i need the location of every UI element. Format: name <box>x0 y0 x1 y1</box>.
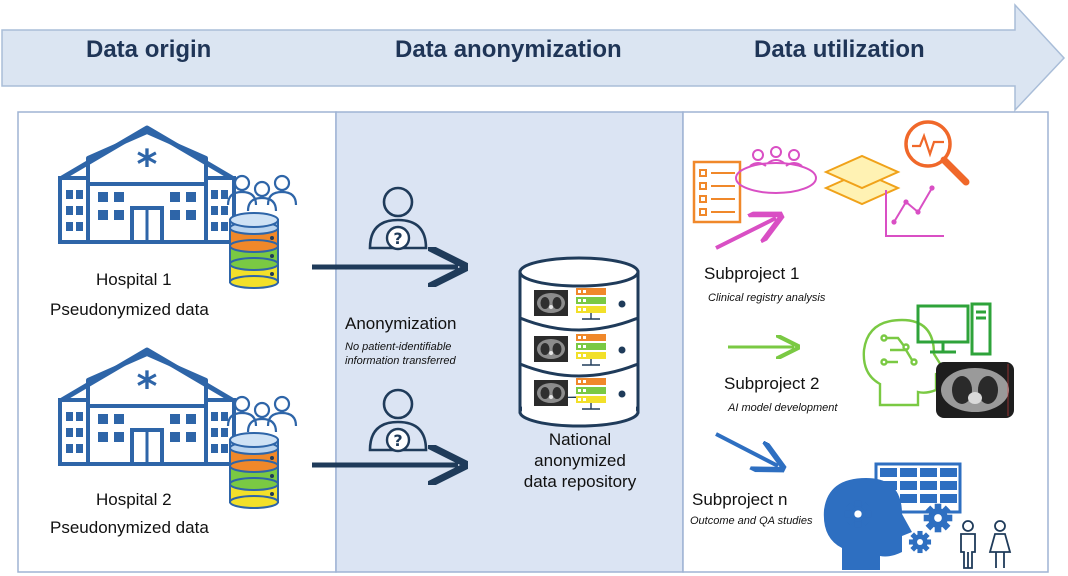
ct-scan-image <box>936 362 1014 418</box>
subproject-n-name: Subproject n <box>692 490 788 509</box>
anonymization-note-line-2: information transferred <box>345 355 456 367</box>
database-icon <box>229 432 279 509</box>
anonymization-note-line-1: No patient-identifiable <box>345 341 452 353</box>
magnifier-chart-icon <box>904 120 970 186</box>
banner-arrow <box>1 3 1066 112</box>
hospital-1-name: Hospital 1 <box>96 270 172 289</box>
anonymization-title: Anonymization <box>345 314 457 333</box>
layers-icon <box>823 154 901 206</box>
repository-label-line-1: National <box>548 430 612 449</box>
man-woman-icon <box>960 520 1012 569</box>
subproject-2-description: AI model development <box>728 402 838 414</box>
head-gears-icon <box>823 478 912 570</box>
checklist-icon <box>692 160 742 224</box>
ai-head-icon <box>862 318 946 407</box>
hospital-2-name: Hospital 2 <box>96 490 172 509</box>
panel-data-origin <box>17 111 337 573</box>
subproject-1-name: Subproject 1 <box>704 264 800 283</box>
repository-label-line-3: data repository <box>523 472 637 491</box>
subproject-n-description: Outcome and QA studies <box>690 515 813 527</box>
national-repository-icon <box>518 256 640 428</box>
computer-icon <box>916 302 992 356</box>
database-icon <box>229 212 279 289</box>
line-chart-icon <box>885 185 944 237</box>
subproject-1-arrow <box>715 218 776 250</box>
stage-label-origin: Data origin <box>86 36 212 63</box>
gear-icon <box>908 530 932 554</box>
subproject-2-name: Subproject 2 <box>724 374 820 393</box>
hospital-2-data-label: Pseudonymized data <box>50 518 209 537</box>
subproject-1-description: Clinical registry analysis <box>708 292 826 304</box>
meeting-table-icon <box>735 146 817 194</box>
subproject-n-arrow <box>715 432 778 466</box>
hospital-1-data-label: Pseudonymized data <box>50 300 209 319</box>
stage-label-utilization: Data utilization <box>754 36 925 63</box>
gear-icon <box>923 503 953 533</box>
stage-label-anonymization: Data anonymization <box>395 36 622 63</box>
repository-label-line-2: anonymized <box>534 451 626 470</box>
